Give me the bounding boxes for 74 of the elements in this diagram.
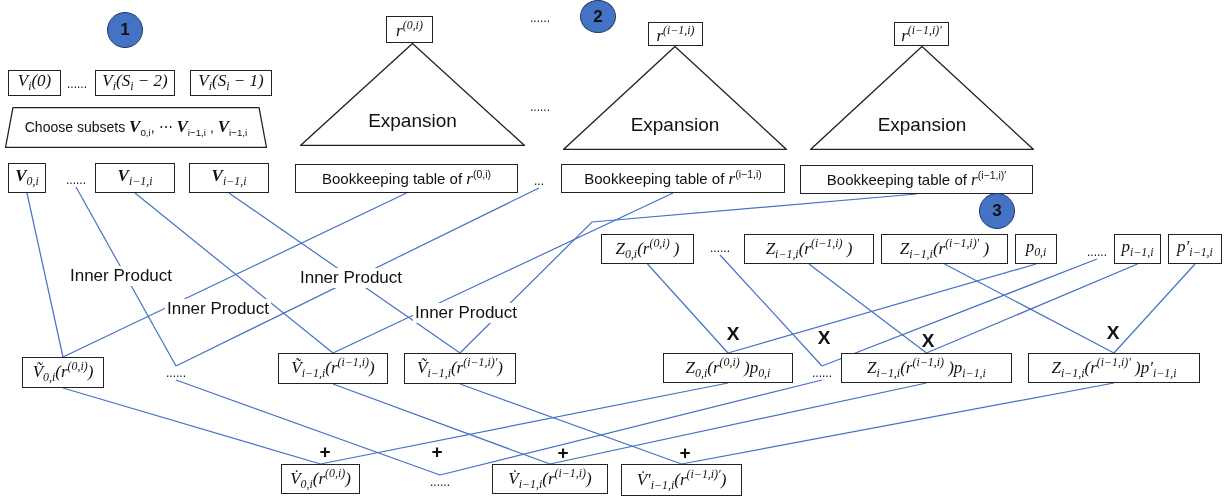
connector-line (332, 383, 551, 465)
ellipsis-text: ...... (62, 173, 90, 187)
plus-sign: + (319, 441, 331, 463)
connector-line (62, 387, 322, 465)
connector-line (75, 186, 177, 367)
ellipsis-text: ...... (162, 366, 190, 380)
multiply-sign: X (726, 323, 740, 345)
ellipsis-text: ...... (706, 241, 734, 255)
ellipsis-text: ...... (808, 366, 836, 380)
plus-sign: + (431, 441, 443, 463)
operation-label: Inner Product (412, 303, 520, 323)
connector-line (1113, 263, 1196, 354)
formula-box: V̇$_{i−1,i}$(r$^{(i−1,i)}$) (492, 464, 608, 494)
formula-box: r$^{(i−1,i)}$ (648, 22, 703, 46)
formula-box: V$_{i}$(S$_{i}$ − 2) (95, 70, 175, 96)
formula-box: r$^{(0,i)}$ (386, 16, 433, 43)
formula-box: Ṽ$_{i−1,i}$(r$^{(i−1,i)′}$) (404, 353, 516, 384)
formula-box: p′$_{i−1,i}$ (1168, 234, 1222, 264)
connector-line (808, 263, 928, 354)
formula-box: V$_{i−1,i}$ (189, 163, 269, 193)
table-box: Bookkeeping table of r$^{(i−1,i)}$ (561, 164, 785, 193)
connector-line (439, 379, 823, 476)
formula-box: Z$_{0,i}$(r$^{(0,i)}$ )p$_{0,i}$ (663, 353, 793, 383)
connector-line (925, 263, 1139, 354)
formula-box: V$_{0,i}$ (8, 163, 46, 193)
formula-box: V̇$_{0,i}$(r$^{(0,i)}$) (281, 464, 360, 494)
ellipsis-text: ... (530, 174, 548, 188)
table-box: Bookkeeping table of r$^{(i−1,i)′}$ (800, 165, 1033, 194)
formula-box: p$_{i−1,i}$ (1114, 234, 1161, 264)
ellipsis-text: ...... (426, 475, 454, 489)
plus-sign: + (679, 442, 691, 464)
formula-box: V$_{i}$(S$_{i}$ − 1) (190, 70, 272, 96)
formula-box: Z$_{i−1,i}$(r$^{(i−1,i)′}$ ) (881, 234, 1008, 264)
connector-line (62, 192, 408, 358)
formula-box: Z$_{0,i}$(r$^{(0,i)}$ ) (601, 234, 694, 264)
trapezoid-box: Choose subsets V$_{0,i}$, ⋯ V$_{i−1,i}$ , V$_{i−1,i}$ (5, 107, 267, 148)
ellipsis-text: ...... (530, 100, 550, 114)
connector-line (943, 263, 1115, 354)
formula-box: Ṽ$_{i−1,i}$(r$^{(i−1,i)}$) (278, 353, 388, 384)
multiply-sign: X (1106, 322, 1120, 344)
formula-box: Z$_{i−1,i}$(r$^{(i−1,i)′}$ )p′$_{i−1,i}$ (1028, 353, 1200, 383)
ellipsis-text: ...... (1082, 245, 1112, 259)
connector-line (332, 192, 674, 354)
connector-line (175, 379, 441, 476)
step-number-badge: 3 (979, 193, 1015, 229)
formula-box: Z$_{i−1,i}$(r$^{(i−1,i)}$ )p$_{i−1,i}$ (841, 353, 1012, 383)
formula-box: Ṽ$_{0,i}$(r$^{(0,i)}$) (22, 357, 104, 388)
connector-line (228, 192, 461, 354)
operation-label: Inner Product (164, 299, 272, 319)
connector-line (821, 258, 1098, 367)
step-number-badge: 2 (580, 0, 616, 33)
connector-line (719, 254, 823, 367)
multiply-sign: X (921, 330, 935, 352)
connector-line (26, 192, 64, 358)
connector-line (459, 383, 683, 465)
connector-line (175, 187, 540, 367)
expansion-triangle: Expansion (300, 43, 525, 146)
expansion-triangle: Expansion (563, 46, 787, 150)
expansion-triangle: Expansion (810, 46, 1034, 150)
formula-box: Z$_{i−1,i}$(r$^{(i−1,i)}$ ) (744, 234, 874, 264)
formula-box: p$_{0,i}$ (1015, 234, 1057, 264)
connector-line (134, 192, 334, 354)
formula-box: V̇′$_{i−1,i}$(r$^{(i−1,i)′}$) (621, 464, 742, 496)
formula-box: r$^{(i−1,i)′}$ (894, 22, 949, 46)
table-box: Bookkeeping table of r$^{(0,i)}$ (295, 164, 518, 193)
connector-line (727, 263, 1037, 354)
connector-line (646, 263, 729, 354)
step-number-badge: 1 (107, 12, 143, 48)
formula-box: V$_{i−1,i}$ (95, 163, 175, 193)
multiply-sign: X (817, 327, 831, 349)
plus-sign: + (557, 442, 569, 464)
ellipsis-text: ...... (530, 11, 550, 25)
formula-box: V$_{i}$(0) (8, 70, 61, 96)
ellipsis-text: ...... (67, 77, 87, 91)
